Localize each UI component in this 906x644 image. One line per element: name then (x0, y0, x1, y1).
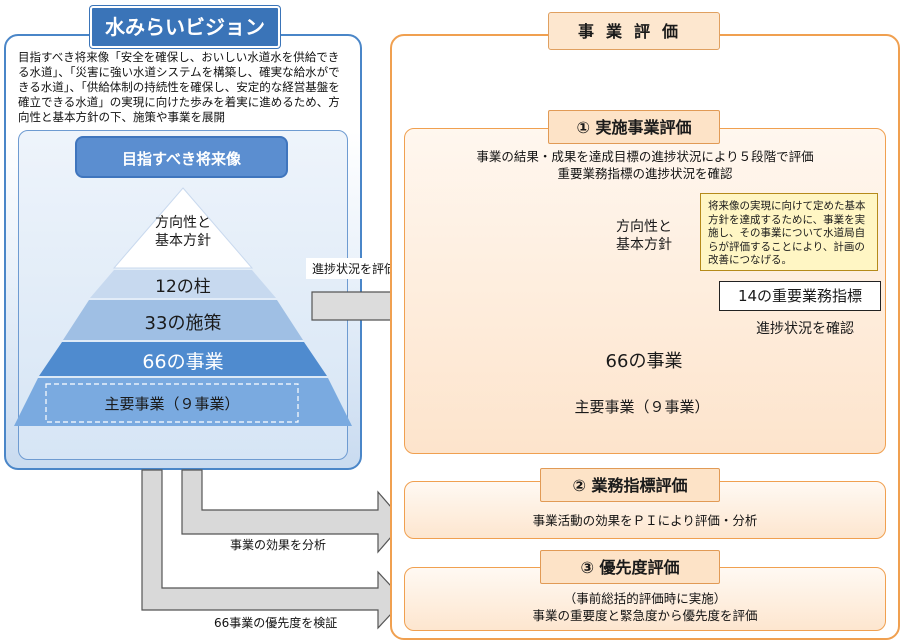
goal-label: 目指すべき将来像 (75, 136, 288, 178)
section2-title: ② 業務指標評価 (540, 468, 720, 502)
vision-description: 目指すべき将来像「安全を確保し、おいしい水道水を供給できる水道」、「災害に強い水… (18, 50, 340, 124)
progress-label: 進捗状況を評価 (306, 258, 403, 279)
right-pyramid-level3-label: 66の事業 (605, 351, 683, 372)
right-pyramid-level4-label: 主要事業（９事業） (574, 398, 710, 416)
right-pyramid-top-label: 方向性と 基本方針 (616, 219, 672, 253)
left-pyramid-level3 (39, 342, 327, 376)
priority-label: 66事業の優先度を検証 (214, 616, 338, 630)
left-pyramid-level3-label: 66の事業 (142, 351, 224, 373)
left-pyramid-level1 (90, 270, 276, 298)
section1-title: ① 実施事業評価 (548, 110, 720, 144)
note-box: 将来像の実現に向けて定めた基本方針を達成するために、事業を実施し、その事業につい… (700, 193, 878, 271)
left-pyramid-level2-label: 33の施策 (144, 313, 222, 334)
section2-text: 事業活動の効果をＰＩにより評価・分析 (532, 513, 758, 528)
left-pyramid-level4 (14, 378, 352, 426)
section3-line2: 事業の重要度と緊急度から優先度を評価 (532, 608, 758, 623)
kpi-sublabel: 進捗状況を確認 (756, 321, 854, 337)
vision-title: 水みらいビジョン (90, 6, 280, 48)
left-pyramid-level1-label: 12の柱 (155, 277, 211, 297)
section3-title: ③ 優先度評価 (540, 550, 720, 584)
left-pyramid-level2 (63, 300, 303, 340)
left-pyramid-level4-dashed (45, 383, 299, 423)
section3-line1: （事前総括的評価時に実施） (563, 591, 727, 606)
kpi-box: 14の重要業務指標 (719, 281, 881, 311)
section1-line2: 重要業務指標の進捗状況を確認 (557, 166, 733, 181)
left-pyramid-top-label: 方向性と 基本方針 (155, 215, 211, 249)
evaluation-title: 事業評価 (548, 12, 720, 50)
section1-line1: 事業の結果・成果を達成目標の進捗状況により５段階で評価 (476, 149, 814, 164)
left-pyramid-level4-label: 主要事業（９事業） (104, 395, 240, 413)
left-pyramid-top (112, 187, 254, 269)
effect-label: 事業の効果を分析 (230, 538, 327, 552)
